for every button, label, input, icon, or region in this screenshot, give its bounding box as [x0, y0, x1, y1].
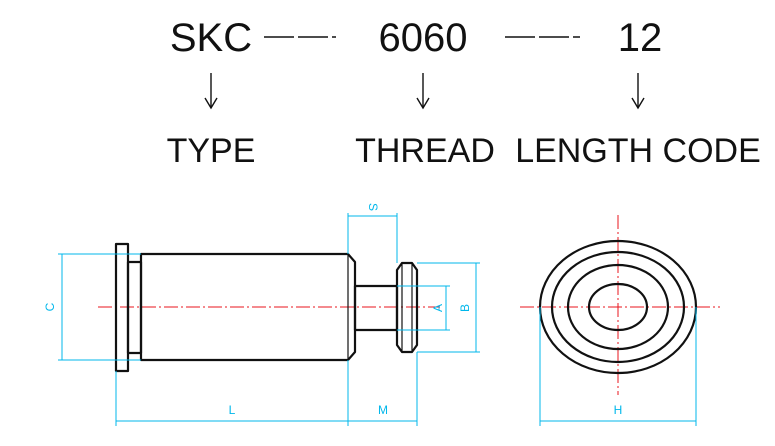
dim-l-label: L — [229, 403, 236, 417]
head — [395, 261, 419, 354]
label-thread: THREAD — [355, 132, 495, 170]
code-length: 12 — [618, 16, 663, 60]
part-number-code: SKC 6060 12 — [170, 16, 662, 60]
dim-s-label: S — [366, 203, 380, 211]
code-labels: TYPE THREAD LENGTH CODE — [167, 132, 761, 170]
dim-c-label: C — [43, 302, 57, 311]
end-view — [520, 215, 720, 395]
side-view — [98, 242, 440, 373]
dim-a-label: A — [431, 304, 445, 312]
dim-m-label: M — [378, 403, 388, 417]
arrow-down-icon — [416, 73, 430, 110]
label-type: TYPE — [167, 132, 256, 170]
code-type: SKC — [170, 16, 252, 60]
dim-b-label: B — [458, 304, 472, 312]
end-view-bore — [587, 282, 649, 332]
end-dimensions: H — [539, 307, 697, 426]
end-view-ring-2 — [550, 250, 686, 364]
arrow-down-icon — [204, 73, 218, 110]
label-length-code: LENGTH CODE — [515, 132, 761, 170]
dim-h-label: H — [614, 403, 623, 417]
arrow-down-icon — [631, 73, 645, 110]
code-thread: 6060 — [379, 16, 468, 60]
side-dimensions: S C A B L M — [43, 203, 480, 426]
neck — [353, 284, 399, 332]
end-view-ring-3 — [566, 263, 670, 351]
code-arrows — [204, 73, 645, 110]
